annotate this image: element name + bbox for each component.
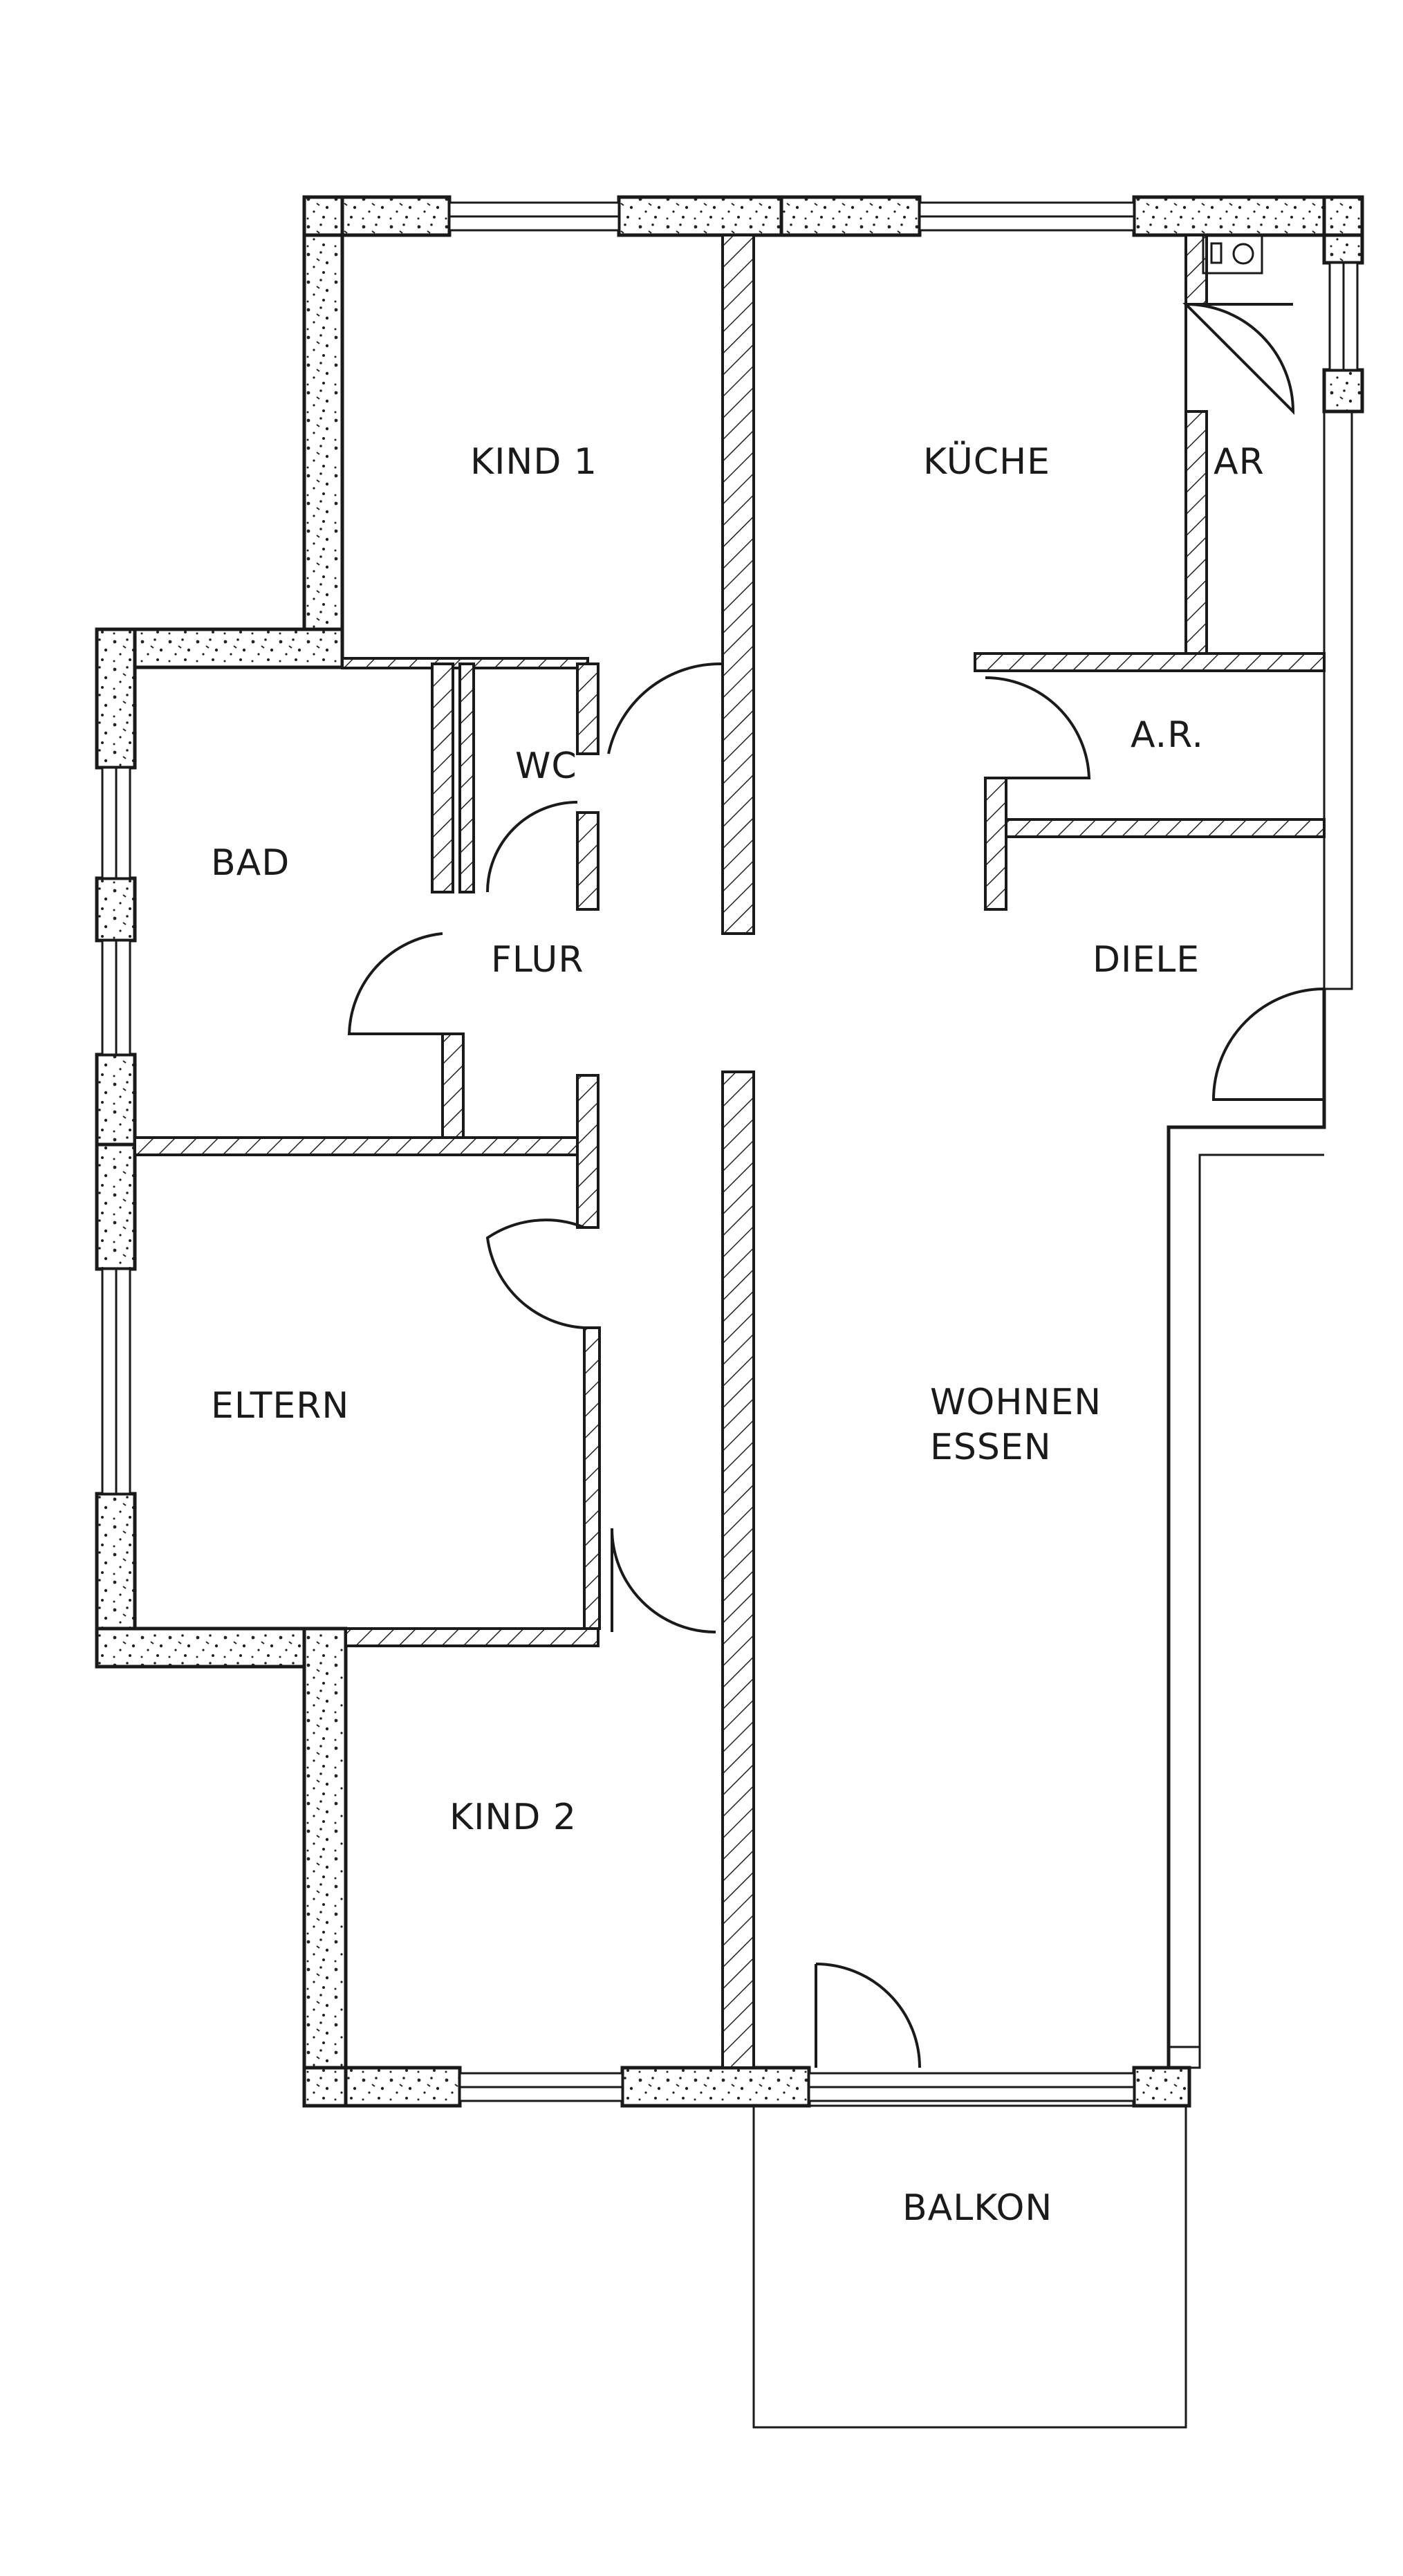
label-kind1: KIND 1 [470,441,597,483]
wall-spine-upper [721,234,755,935]
label-ar-top: AR [1214,441,1265,483]
label-wohnen: WOHNEN [930,1382,1102,1423]
wall-bottom-1 [344,2066,462,2108]
doors [347,302,1325,2068]
wall-wc-left-inner [458,662,475,893]
label-kueche: KÜCHE [923,441,1050,483]
door-ar-top [1182,302,1295,415]
room-labels: KIND 1 KÜCHE AR WC A.R. BAD FLUR DIELE E… [211,441,1265,2229]
wall-corner-top-right [1322,195,1364,237]
balcony [752,2104,1187,2429]
outline-lines [1167,989,1326,2069]
label-bad: BAD [211,842,290,884]
wall-flur-eltern-top [576,1074,600,1229]
wall-ar-bottom [998,818,1326,838]
wall-kueche-ar [1184,410,1208,655]
wall-eltern-left-1 [95,1142,137,1271]
wall-wc-right-top [576,662,600,755]
wall-eltern-kind2 [344,1627,600,1647]
wall-wc-left [431,662,454,893]
wall-bottom-2 [620,2066,811,2108]
wall-top-1 [340,195,452,237]
wall-spine-lower [721,1071,755,2069]
wall-right-top [1322,233,1364,265]
wall-right-diele [1323,410,1353,990]
label-eltern: ELTERN [211,1385,349,1427]
door-kind1 [607,662,723,754]
wall-right-ar [1322,368,1364,414]
door-kind2 [611,1528,716,1633]
wall-top-2 [617,195,783,237]
wall-bottom-3 [1132,2066,1191,2108]
wall-corner-bottom-left [302,2066,348,2108]
label-flur: FLUR [491,939,584,981]
wall-wc-right-bottom [576,811,600,911]
label-diele: DIELE [1093,939,1200,981]
wall-bad-eltern [133,1136,600,1156]
wall-bad-left-1 [95,627,137,770]
wall-top-4 [1132,195,1326,237]
wall-wohnen-right-inner [1198,1153,1324,2068]
door-entrance [1211,988,1325,1101]
wall-ar-top [974,652,1326,672]
wall-bad-left-2 [95,876,137,943]
wall-bad-right-lower [441,1032,465,1146]
windows [101,201,1359,2102]
wall-wohnen-right [1167,989,1326,2068]
wall-top-3 [779,195,922,237]
door-balcony [815,1963,921,2068]
wall-flur-eltern-bottom [583,1326,601,1630]
door-bad [347,932,443,1035]
wall-bad-left-3 [95,1053,137,1147]
label-essen: ESSEN [930,1427,1052,1468]
label-ar-mid: A.R. [1131,714,1204,756]
wall-ar-left [984,777,1007,911]
label-wc: WC [515,745,577,787]
door-ar-mid [985,676,1091,779]
wall-kind2-left [302,1627,348,2108]
wall-kind1-left [302,233,344,666]
exterior-walls [95,195,1364,2108]
wall-corner-top-left [302,195,344,237]
label-balkon: BALKON [902,2187,1052,2229]
interior-walls [133,234,1353,2069]
door-wc [486,801,578,893]
stove-icon [1202,234,1263,275]
label-kind2: KIND 2 [449,1797,577,1838]
door-eltern [485,1218,585,1329]
